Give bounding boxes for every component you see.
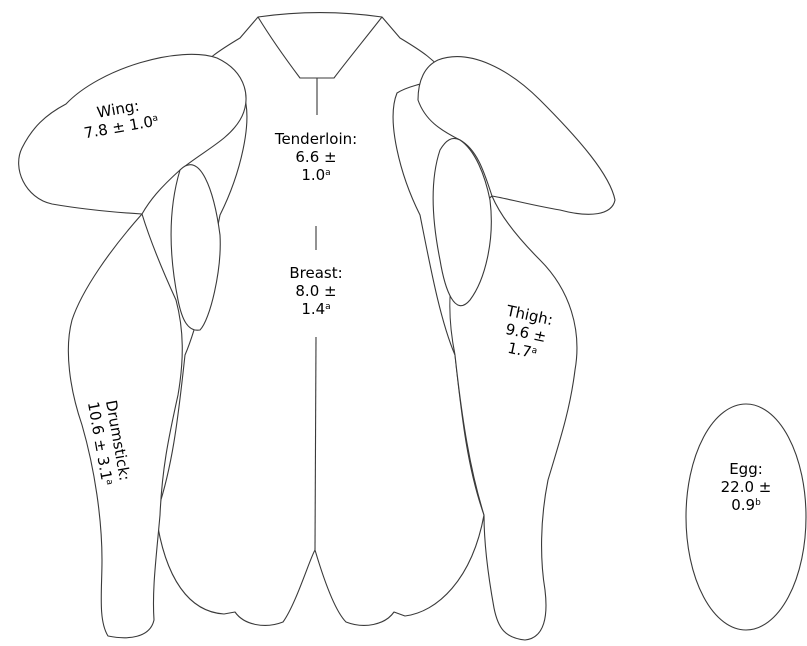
- breast-value-1: 8.0 ±: [262, 282, 370, 300]
- tenderloin-label: Tenderloin: 6.6 ± 1.0a: [252, 130, 380, 184]
- tenderloin-value-2: 1.0: [301, 166, 325, 184]
- tenderloin-value-1: 6.6 ±: [252, 148, 380, 166]
- breast-superscript: a: [325, 302, 331, 312]
- breast-name: Breast:: [262, 264, 370, 282]
- egg-label: Egg: 22.0 ± 0.9b: [700, 460, 792, 514]
- egg-name: Egg:: [700, 460, 792, 478]
- tenderloin-superscript: a: [325, 168, 331, 178]
- breast-label: Breast: 8.0 ± 1.4a: [262, 264, 370, 318]
- breast-value-line-2: 1.4a: [262, 300, 370, 318]
- egg-value-1: 22.0 ±: [700, 478, 792, 496]
- egg-outline: [686, 404, 806, 630]
- tenderloin-name: Tenderloin:: [252, 130, 380, 148]
- drumstick-superscript: a: [104, 479, 115, 486]
- thigh-superscript: a: [531, 346, 538, 357]
- egg-superscript: b: [755, 498, 761, 508]
- egg-value-line-2: 0.9b: [700, 496, 792, 514]
- breast-value-2: 1.4: [301, 300, 325, 318]
- egg-value-2: 0.9: [731, 496, 755, 514]
- tenderloin-value-line-2: 1.0a: [252, 166, 380, 184]
- left-wing-outline: [19, 54, 246, 214]
- left-leg-outline: [68, 214, 182, 638]
